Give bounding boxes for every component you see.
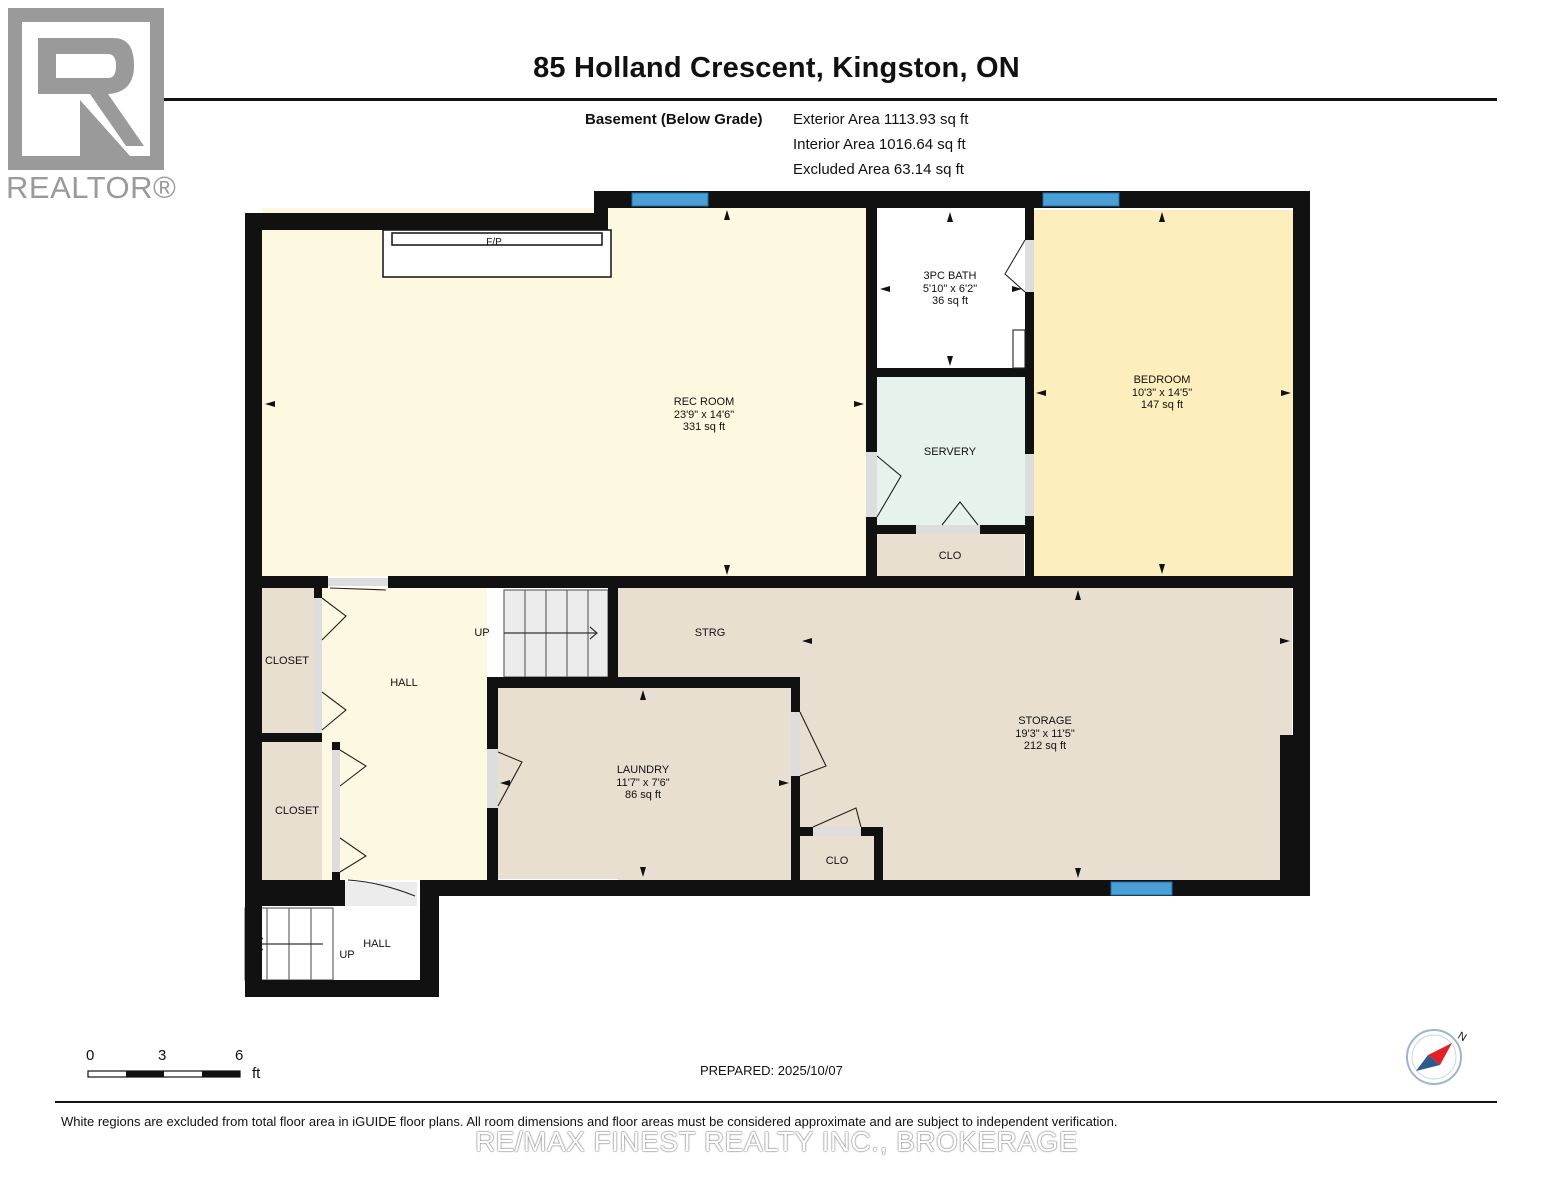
clo-servery-fill (877, 534, 1024, 577)
stairs-up-lower-label: UP (332, 949, 362, 962)
dimension-arrows (265, 210, 1291, 878)
bath-fill (877, 210, 1025, 368)
laundry-fill (498, 688, 791, 879)
footer-divider (55, 1101, 1497, 1103)
window-storage (1110, 881, 1173, 896)
disclaimer-text: White regions are excluded from total fl… (61, 1114, 1118, 1129)
window-bedroom (1042, 192, 1120, 207)
room-name: LAUNDRY (616, 764, 670, 776)
prepared-date: PREPARED: 2025/10/07 (700, 1063, 843, 1078)
room-3pc-bath: 3PC BATH 5'10" x 6'2" 36 sq ft (890, 270, 1010, 308)
room-closet-upper: CLOSET (257, 655, 317, 668)
window-rec-room (631, 192, 709, 207)
closet-lower-fill (262, 742, 332, 880)
scale-label-0: 0 (86, 1047, 95, 1064)
room-servery: SERVERY (890, 446, 1010, 459)
room-bedroom: BEDROOM 10'3" x 14'5" 147 sq ft (1102, 374, 1222, 412)
room-name: UP (339, 949, 355, 961)
room-fills (245, 208, 1293, 980)
room-dims: 5'10" x 6'2" (922, 282, 978, 295)
fireplace (382, 229, 612, 278)
room-dims: 23'9" x 14'6" (673, 408, 735, 421)
walls (245, 191, 1310, 997)
room-dims: 10'3" x 14'5" (1131, 386, 1193, 399)
clo-storage-fill (800, 836, 874, 883)
scale-label-6: 6 (235, 1047, 244, 1064)
floor-label: Basement (Below Grade) (585, 111, 763, 128)
room-clo-storage: CLO (807, 855, 867, 868)
room-hall: HALL (374, 677, 434, 690)
room-rec-room: REC ROOM 23'9" x 14'6" 331 sq ft (644, 396, 764, 434)
room-name: HALL (363, 938, 391, 950)
room-name: REC ROOM (673, 396, 735, 408)
room-name: CLO (938, 550, 962, 562)
stairs-main (503, 589, 609, 678)
room-lower-hall: HALL (347, 938, 407, 951)
room-name: CLOSET (264, 655, 309, 667)
compass-icon (1406, 1029, 1462, 1085)
room-strg: STRG (670, 627, 750, 640)
scale-bar (87, 1070, 241, 1078)
room-storage: STORAGE 19'3" x 11'5" 212 sq ft (985, 715, 1105, 753)
bedroom-fill (1034, 210, 1293, 576)
room-area: 331 sq ft (682, 421, 726, 433)
windows (631, 192, 1173, 896)
room-laundry: LAUNDRY 11'7" x 7'6" 86 sq ft (583, 764, 703, 802)
stairs-up-label: UP (467, 627, 497, 640)
room-name: UP (474, 627, 490, 639)
realtor-wordmark: REALTOR® (6, 170, 177, 205)
room-area: 212 sq ft (1023, 740, 1067, 752)
room-name: CLOSET (274, 805, 319, 817)
fireplace-label: F/P (474, 237, 514, 250)
room-name: SERVERY (923, 446, 977, 458)
room-name: F/P (486, 237, 502, 248)
room-name: HALL (390, 677, 418, 689)
room-area: 36 sq ft (931, 295, 969, 307)
doors (314, 239, 1034, 906)
excluded-area: Excluded Area 63.14 sq ft (793, 161, 964, 178)
room-area: 147 sq ft (1140, 399, 1184, 411)
header-divider (55, 98, 1497, 101)
exterior-area: Exterior Area 1113.93 sq ft (793, 111, 969, 128)
interior-area: Interior Area 1016.64 sq ft (793, 136, 966, 153)
realtor-logo-icon (8, 8, 164, 170)
room-name: STRG (694, 627, 726, 639)
room-name: STORAGE (1018, 715, 1072, 727)
scale-label-3: 3 (158, 1047, 167, 1064)
brokerage-watermark: RE/MAX FINEST REALTY INC., BROKERAGE (474, 1126, 1079, 1157)
room-name: 3PC BATH (923, 270, 977, 282)
page-title: 85 Holland Crescent, Kingston, ON (533, 52, 1020, 84)
room-area: 86 sq ft (624, 789, 662, 801)
servery-fill (877, 377, 1025, 525)
room-dims: 19'3" x 11'5" (1015, 727, 1075, 740)
room-name: CLO (825, 855, 849, 867)
room-dims: 11'7" x 7'6" (616, 776, 670, 789)
scale-unit: ft (252, 1065, 261, 1082)
room-closet-lower: CLOSET (267, 805, 327, 818)
room-clo-servery: CLO (910, 550, 990, 563)
room-name: BEDROOM (1133, 374, 1191, 386)
hall-fill (322, 588, 487, 880)
closet-upper-fill (262, 588, 314, 733)
